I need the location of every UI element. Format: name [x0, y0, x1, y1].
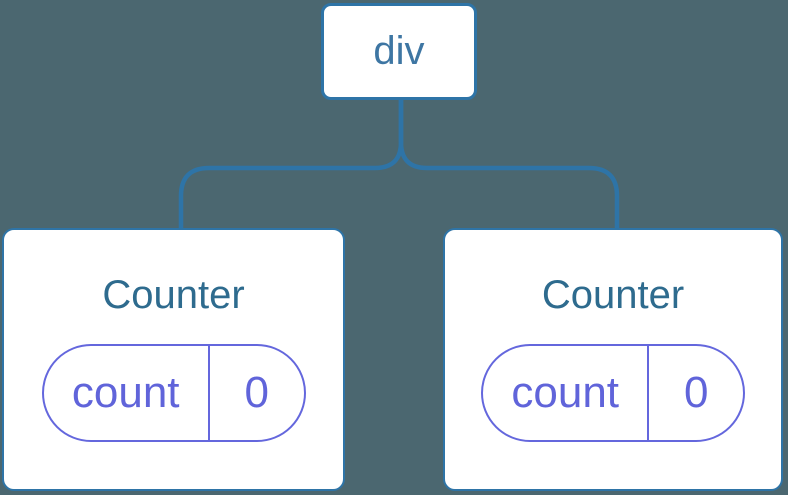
counter-node-left: Counter count 0	[2, 228, 345, 491]
state-value: 0	[244, 368, 269, 417]
state-key-label: count	[44, 346, 210, 440]
tree-node-div: div	[321, 3, 477, 100]
state-value: 0	[683, 368, 709, 417]
connector-branch-right	[398, 98, 620, 229]
connector-branch-left	[178, 98, 404, 229]
tree-node-div-label: div	[373, 29, 425, 73]
state-key-label: count	[483, 346, 650, 440]
state-pill: count 0	[481, 344, 745, 442]
counter-title: Counter	[102, 273, 245, 317]
state-pill: count 0	[41, 344, 306, 442]
counter-title: Counter	[541, 273, 685, 317]
counter-node-right: Counter count 0	[443, 228, 783, 491]
